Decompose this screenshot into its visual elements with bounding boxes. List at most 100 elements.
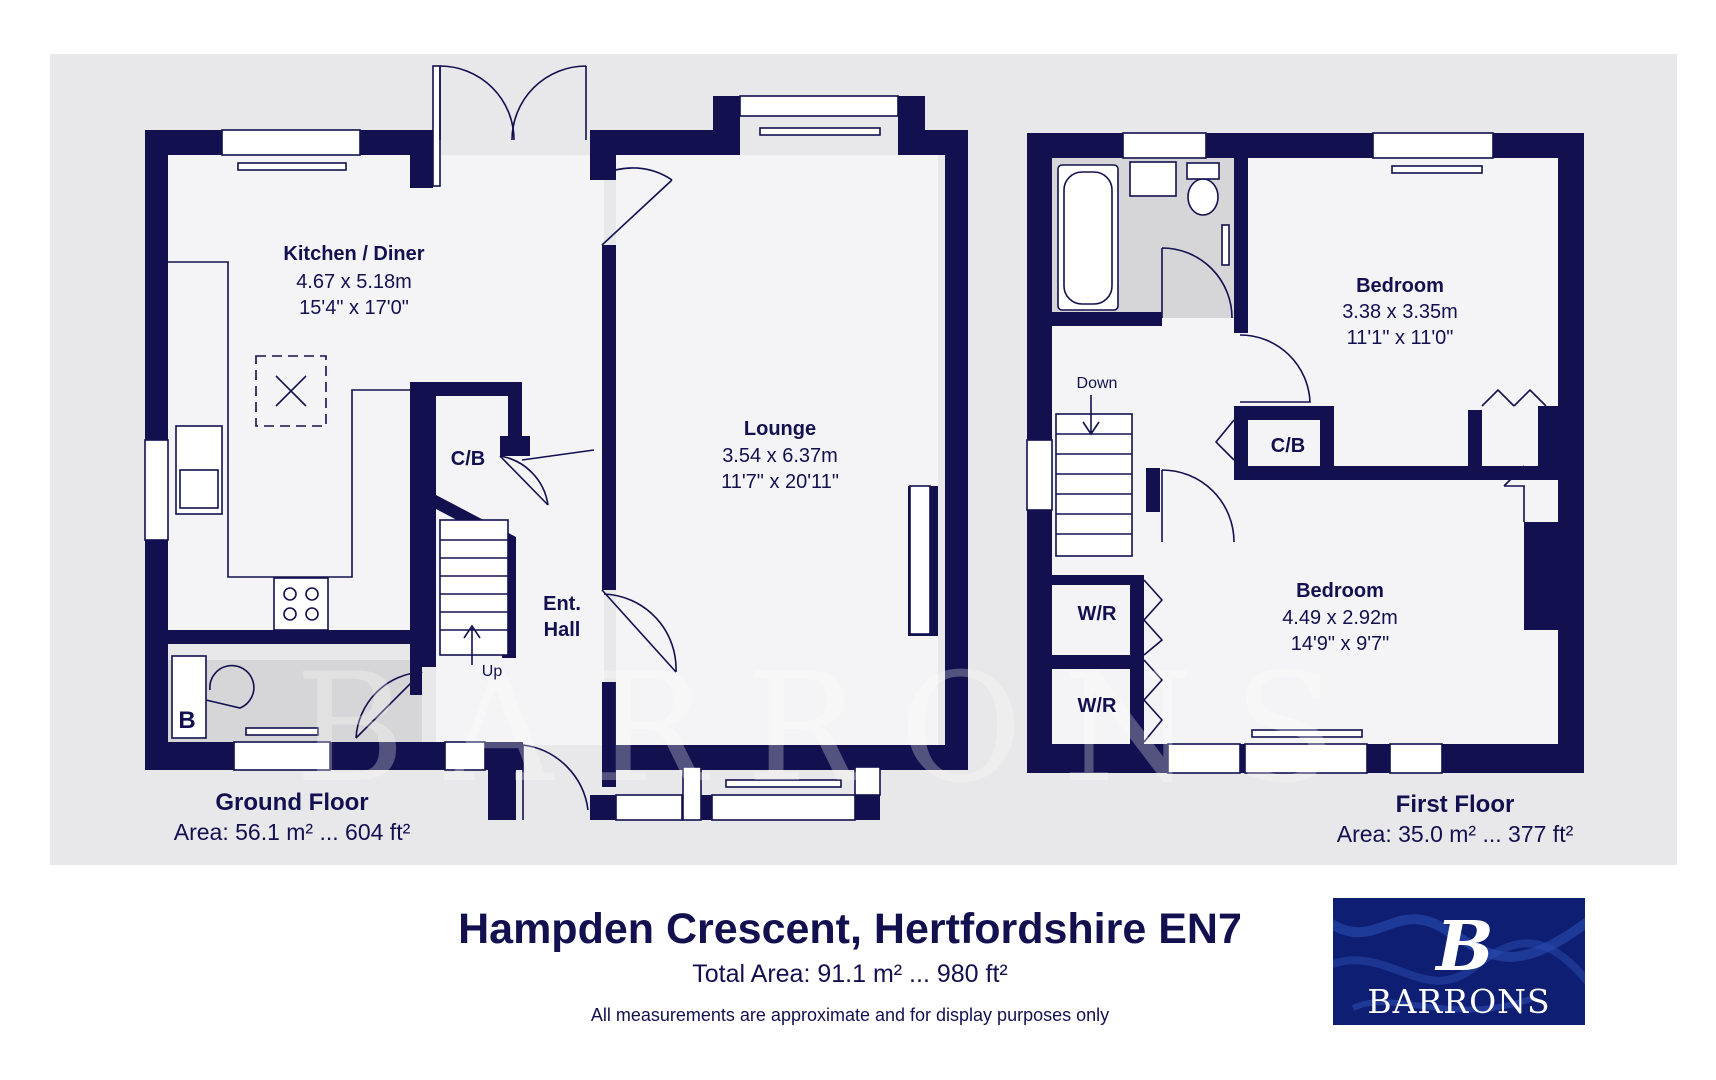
stair-flight (1055, 413, 1133, 557)
wall (1052, 575, 1144, 585)
door-swing (1239, 334, 1311, 403)
boiler-unit (171, 655, 207, 739)
wall (1052, 312, 1162, 326)
towel-radiator (1221, 224, 1230, 266)
radiator (909, 485, 931, 635)
wall (500, 436, 530, 456)
disclaimer: All measurements are approximate and for… (590, 1005, 1110, 1025)
window (854, 766, 881, 796)
stairs-down-label: Down (1077, 375, 1118, 392)
window (1372, 132, 1494, 159)
door-swing (601, 167, 673, 246)
door-swing (1161, 247, 1233, 319)
first-floor-name: First Floor (1396, 791, 1515, 818)
bathtub-inner (1063, 171, 1113, 305)
wall (410, 382, 436, 667)
wall (1130, 655, 1144, 744)
wardrobe-door-swing (1142, 659, 1164, 743)
wall (1146, 468, 1160, 512)
logo-pattern: B (1333, 907, 1585, 1013)
kitchen-diner-name: Kitchen / Diner (283, 243, 424, 265)
wall (602, 745, 968, 770)
window (711, 794, 856, 821)
wall (168, 630, 436, 644)
first-floor-area: Area: 35.0 m² ... 377 ft² (1337, 821, 1574, 847)
wall (1538, 406, 1558, 480)
wardrobe-door-swing (1142, 579, 1164, 656)
bedroom2-metric: 4.49 x 2.92m (1282, 607, 1398, 629)
wall (1234, 406, 1334, 420)
wall (602, 245, 616, 590)
bedroom2-name: Bedroom (1296, 580, 1384, 602)
stair-treads (440, 539, 508, 631)
door-swing (355, 671, 423, 739)
skylight-cross (275, 375, 307, 407)
kitchen-worktop (168, 261, 410, 578)
cupboard-door-swing (1481, 388, 1547, 407)
first-floor-stairs (1055, 395, 1133, 557)
radiator (1391, 165, 1483, 174)
kitchen-diner-metric: 4.67 x 5.18m (296, 271, 412, 293)
door-swing (601, 589, 677, 673)
window (1244, 743, 1368, 774)
french-door-frame (432, 65, 441, 187)
window (1026, 439, 1053, 511)
ground-cupboard-label: C/B (451, 448, 485, 470)
bedroom1-name: Bedroom (1356, 275, 1444, 297)
lounge-name: Lounge (744, 418, 816, 440)
skylight (255, 355, 327, 427)
watermark-text: BARRONS (295, 642, 1376, 816)
radiator (237, 162, 347, 171)
kitchen-diner-imperial: 15'4" x 17'0" (299, 297, 409, 319)
stair-arrow (1082, 395, 1100, 436)
wall (410, 655, 422, 695)
wall (410, 382, 522, 396)
property-title: Hampden Crescent, Hertfordshire EN7 (458, 905, 1242, 953)
sink-bowl (179, 469, 219, 509)
entrance-door-swing (522, 744, 589, 820)
hob-ring (305, 607, 319, 621)
radiator (245, 727, 319, 736)
wall (1468, 410, 1482, 480)
hob-ring (305, 587, 319, 601)
wall (1524, 522, 1558, 630)
logo-monogram: B (1434, 907, 1493, 987)
lounge-room (616, 155, 938, 745)
window (144, 439, 169, 541)
boiler-label: B (178, 707, 195, 734)
stair-flight (439, 519, 509, 656)
toilet-cistern (1186, 162, 1220, 180)
stair-arrow (463, 624, 481, 665)
entrance-hall-label-line2: Hall (544, 619, 581, 641)
window (1389, 743, 1443, 774)
stair-treads (1056, 433, 1132, 535)
wall (590, 130, 616, 180)
window (739, 95, 899, 117)
radiator (725, 779, 842, 788)
wall (1052, 655, 1144, 669)
ground-floor-area: Area: 56.1 m² ... 604 ft² (174, 819, 411, 845)
radiator (759, 127, 881, 136)
door-swing (521, 449, 595, 461)
lounge-metric: 3.54 x 6.37m (722, 445, 838, 467)
logo-text: BARRONS (1367, 982, 1551, 1021)
window (1167, 743, 1241, 774)
total-area: Total Area: 91.1 m² ... 980 ft² (692, 960, 1008, 988)
cupboard-door-swing (1214, 419, 1235, 461)
wall (1234, 158, 1248, 333)
french-door-swing (511, 65, 587, 141)
barrons-logo: B BARRONS (1333, 898, 1585, 1025)
wash-basin (1129, 161, 1177, 197)
first-floor-plan (1026, 132, 1584, 774)
wall (1234, 466, 1558, 480)
wall (1320, 406, 1334, 480)
stairs-up-label: Up (482, 663, 503, 680)
ground-floor-name: Ground Floor (215, 789, 368, 816)
wall (945, 130, 968, 770)
window (1122, 132, 1207, 159)
bedroom2-imperial: 14'9" x 9'7" (1291, 633, 1390, 655)
radiator (1251, 729, 1363, 738)
wall (1027, 133, 1584, 158)
ground-floor-stairs (439, 519, 509, 665)
